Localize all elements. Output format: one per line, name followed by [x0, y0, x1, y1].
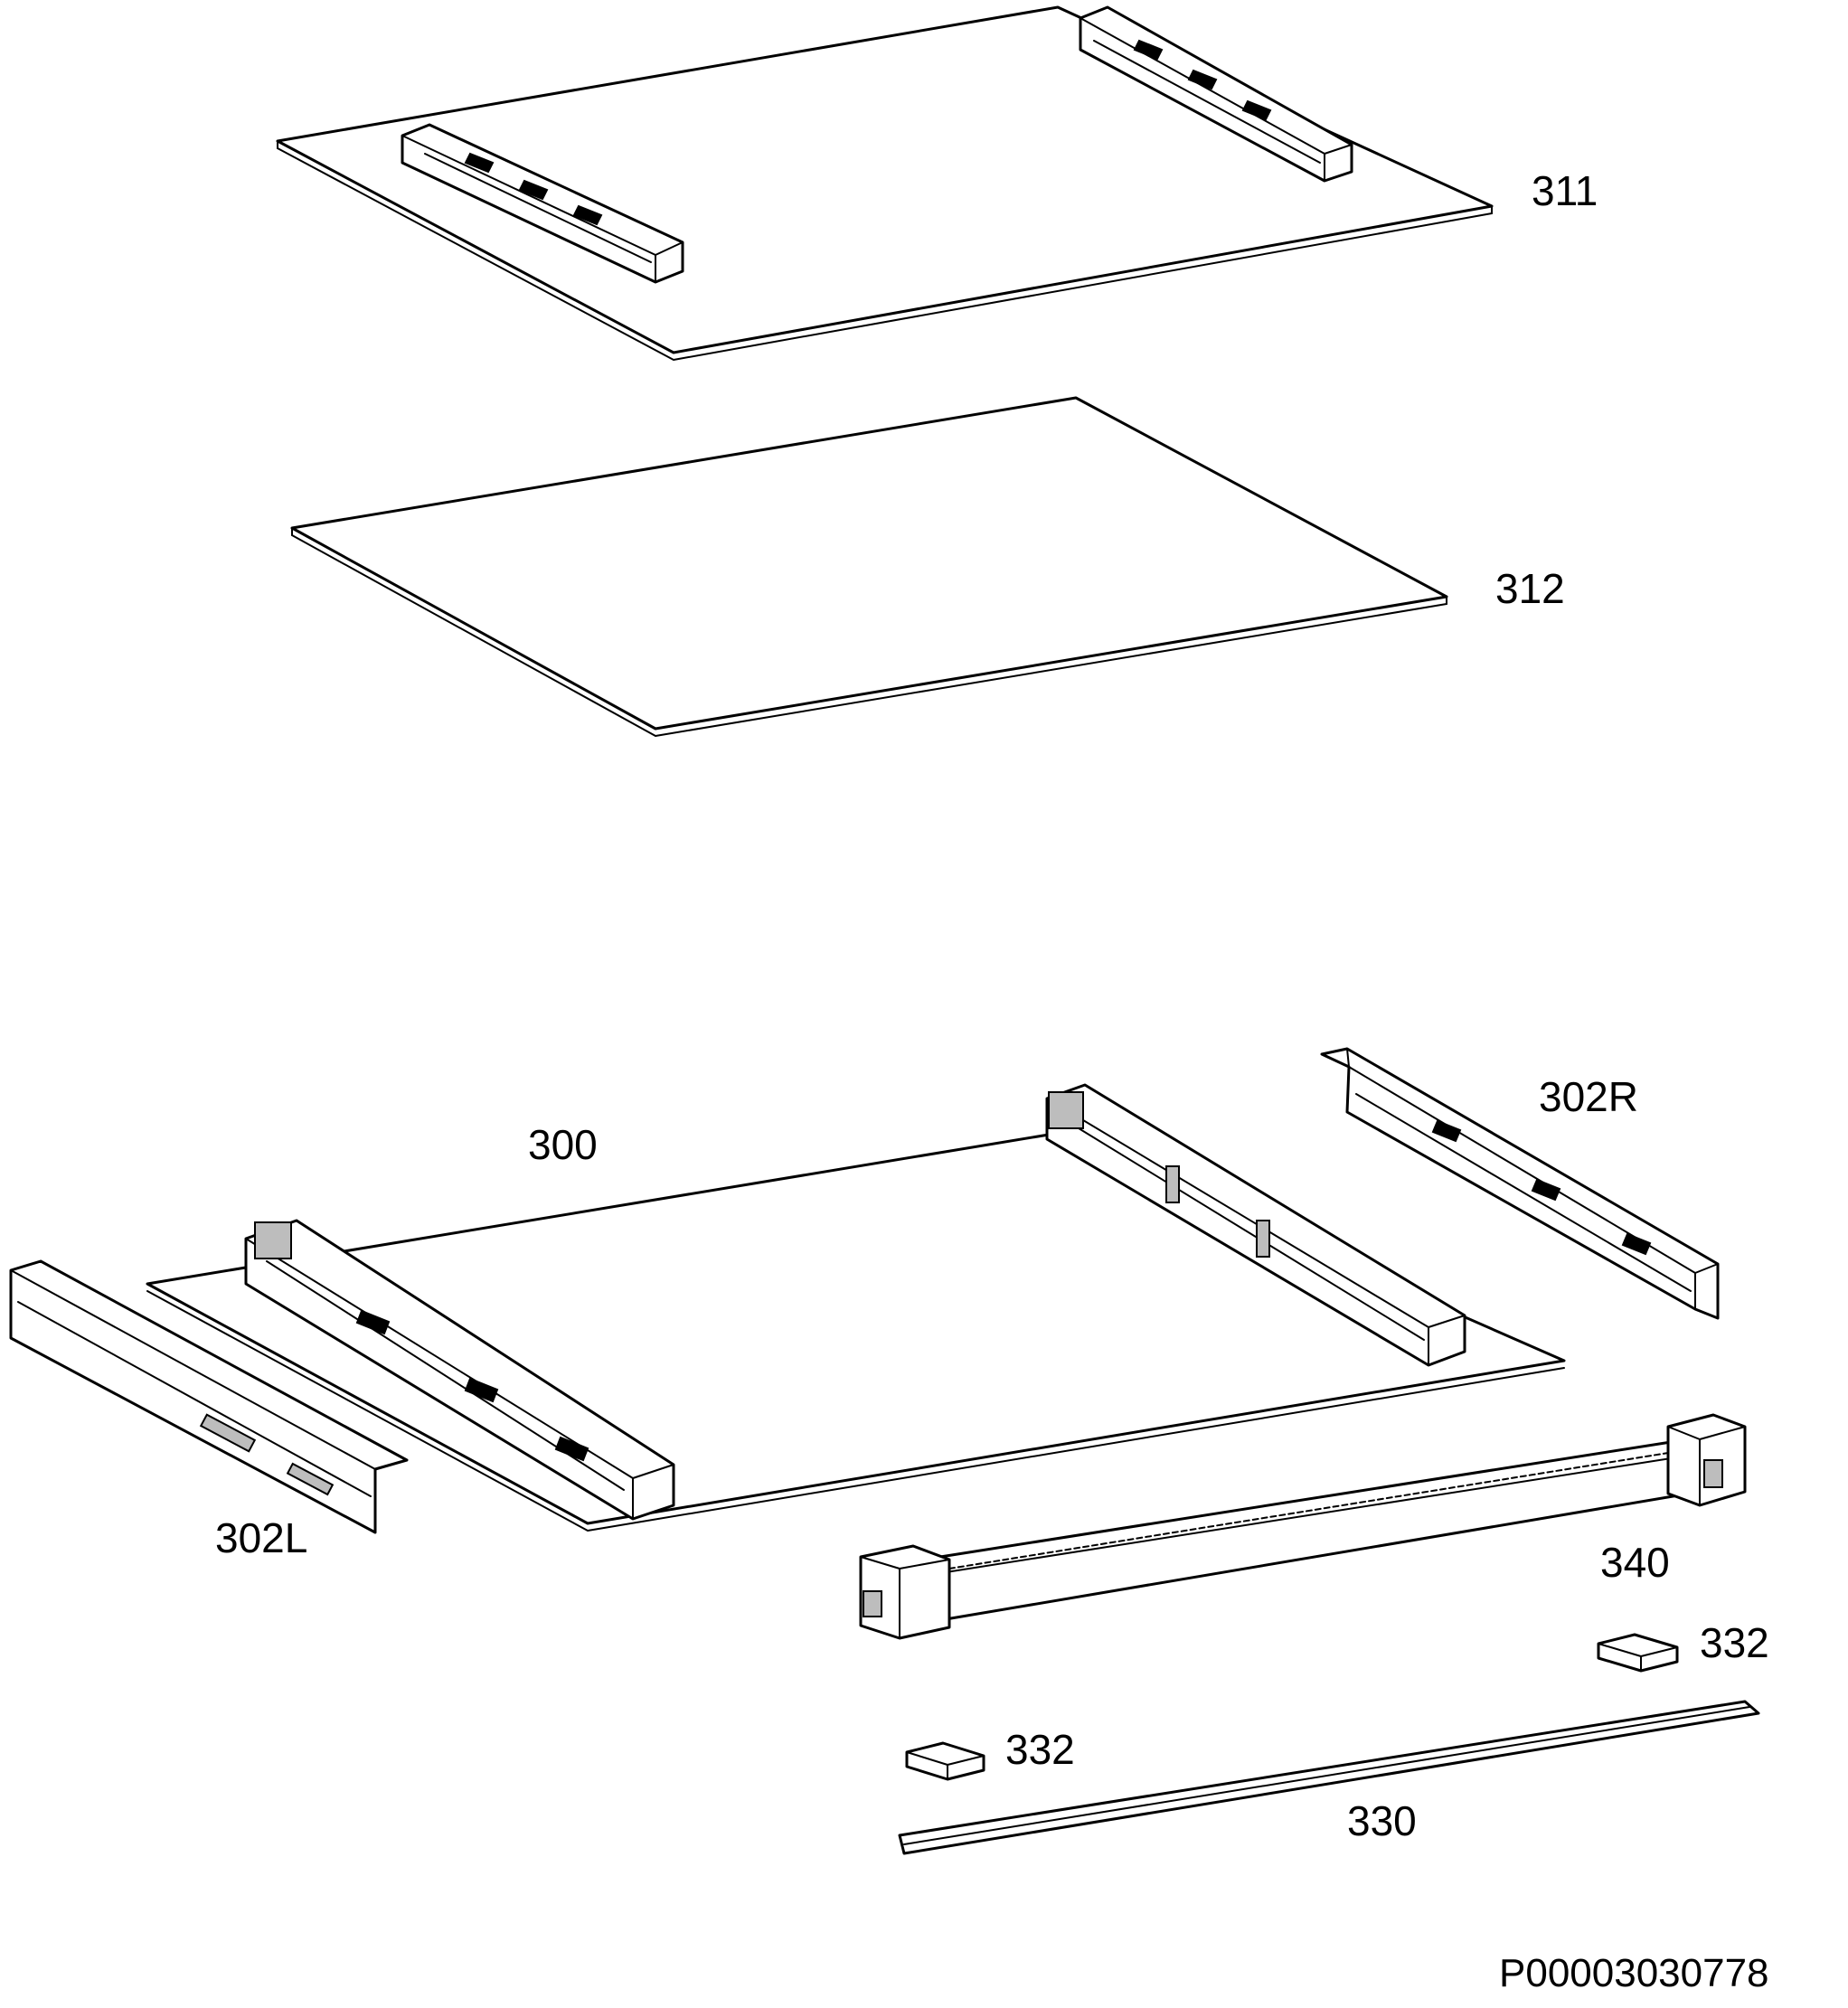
label-302R: 302R [1539, 1073, 1638, 1120]
part-300-left-rail [244, 1219, 675, 1521]
label-311: 311 [1532, 167, 1598, 214]
part-332-right-block [1597, 1633, 1679, 1673]
part-312-flat-panel [290, 396, 1448, 737]
label-312: 312 [1495, 565, 1565, 612]
drawing-id: P00003030778 [1499, 1951, 1769, 1995]
part-300-base-frame [146, 1083, 1566, 1532]
part-340-left-end-cap [859, 1544, 951, 1640]
label-332-left: 332 [1005, 1726, 1075, 1773]
label-302L: 302L [215, 1514, 307, 1561]
part-300-right-rail [1045, 1083, 1466, 1367]
part-302R-right-side-rail [1320, 1047, 1720, 1320]
part-340-right-end-cap [1666, 1413, 1747, 1507]
part-332-left-block [905, 1741, 985, 1781]
label-300: 300 [528, 1121, 598, 1168]
label-340: 340 [1600, 1539, 1670, 1586]
part-311-right-bracket [1079, 5, 1353, 183]
part-302L-left-side-rail [9, 1259, 409, 1534]
label-330: 330 [1347, 1797, 1417, 1844]
part-340-front-bar [859, 1413, 1747, 1640]
label-332-right: 332 [1700, 1619, 1769, 1666]
part-311-left-bracket [401, 123, 684, 284]
part-330-strip [898, 1700, 1760, 1855]
part-311-top-panel [276, 5, 1494, 361]
